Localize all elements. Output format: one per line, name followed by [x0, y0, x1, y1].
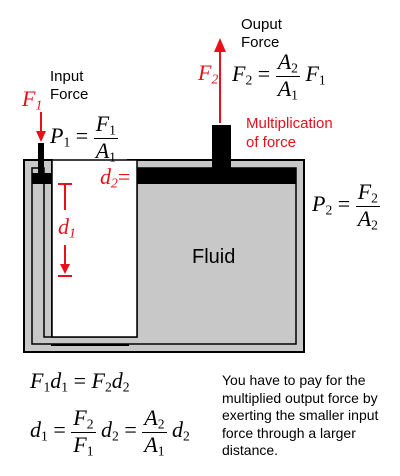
explanation-line4: force through a larger — [222, 424, 356, 441]
p2-equals: = — [337, 191, 351, 217]
f2-symbol: F — [198, 60, 212, 85]
eq-f2-symbol: F — [232, 61, 246, 87]
p2-sub: 2 — [325, 202, 333, 218]
f1-arrow-label: F1 — [22, 86, 42, 113]
eq-f1-sub: 1 — [318, 72, 326, 88]
dist-d2-b: d — [172, 417, 183, 443]
f1-subscript: 1 — [35, 97, 43, 113]
num-a-sub: 2 — [291, 60, 298, 76]
dist-d2-a: d — [101, 417, 112, 443]
dist-equals-2: = — [124, 417, 137, 443]
p1-num-sub: 1 — [109, 122, 116, 138]
output-pressure-equation: P2 = F2 A2 — [312, 180, 380, 232]
d1-symbol: d — [58, 214, 69, 239]
output-force-arrow-head — [214, 38, 226, 52]
dist-den-f: F — [73, 431, 87, 457]
f2-subscript: 2 — [211, 71, 219, 87]
multiplication-label-line1: Multiplication — [246, 115, 333, 132]
p1-num-f: F — [95, 111, 110, 136]
area-ratio-fraction-2: A2 A1 — [142, 405, 167, 459]
work-f1: F — [30, 368, 44, 393]
f1-symbol: F — [22, 86, 36, 111]
explanation-line3: exerting the smaller input — [222, 407, 379, 423]
input-piston-rod — [38, 143, 44, 174]
eq-equals: = — [257, 61, 271, 87]
output-force-equation: F2 = A2 A1 F1 — [232, 50, 326, 102]
dist-den-f-sub: 1 — [86, 443, 94, 459]
dist-num-f: F — [73, 405, 87, 430]
work-f1-sub: 1 — [43, 379, 51, 395]
work-equals: = — [73, 368, 86, 393]
f2-arrow-label: F2 — [198, 60, 218, 87]
p1-den-sub: 1 — [109, 149, 116, 165]
d2-sub: 2 — [111, 175, 118, 191]
d2-label: d2= — [100, 164, 130, 191]
explanation-line5: distance. — [222, 442, 279, 458]
p2-den-a: A — [357, 205, 372, 231]
output-force-label-line1: Ouput — [241, 16, 282, 33]
multiplication-label-line2: of force — [246, 134, 297, 151]
input-piston — [32, 173, 52, 184]
output-piston — [137, 168, 296, 184]
output-force-label: Ouput Force — [241, 16, 282, 52]
dist-den-a-sub: 1 — [157, 443, 165, 459]
d1-arrow-head — [60, 264, 70, 274]
u-gap — [51, 159, 138, 338]
work-equation: F1d1 = F2d2 — [30, 368, 130, 395]
d1-label: d1 — [58, 214, 76, 241]
input-force-arrow-head — [36, 131, 46, 142]
den-a-sub: 1 — [291, 87, 298, 103]
explanation-line2: multiplied output force by — [222, 389, 378, 406]
eq-f2-sub: 2 — [245, 72, 253, 88]
p2-symbol: P — [312, 191, 326, 217]
work-f2: F — [91, 368, 105, 393]
dist-num-a-sub: 2 — [157, 416, 165, 432]
d2-symbol: d — [100, 164, 111, 189]
d1-sub: 1 — [69, 225, 76, 241]
dist-d1-sub: 1 — [41, 428, 48, 444]
input-force-label-line2: Force — [50, 86, 89, 103]
work-d2: d — [111, 368, 123, 393]
p1-sub: 1 — [63, 134, 71, 150]
input-force-label: Input Force — [50, 68, 88, 104]
dist-den-a: A — [144, 431, 158, 457]
distance-equation: d1 = F2 F1 d2 = A2 A1 d2 — [30, 406, 190, 458]
force-ratio-fraction: F2 F1 — [71, 405, 96, 459]
p2-num-sub: 2 — [371, 190, 378, 206]
work-d1: d — [50, 368, 62, 393]
p2-num-f: F — [357, 179, 372, 204]
dist-d2-a-sub: 2 — [112, 428, 119, 444]
dist-num-a: A — [144, 405, 158, 430]
dist-equals-1: = — [53, 417, 66, 443]
explanation-line1: You have to pay for the — [222, 372, 366, 388]
explanation-text: You have to pay for the multiplied outpu… — [222, 372, 378, 460]
p1-symbol: P — [50, 123, 64, 149]
dist-d2-b-sub: 2 — [183, 428, 190, 444]
dist-d1: d — [30, 417, 41, 443]
input-pressure-equation: P1 = F1 A1 — [50, 112, 118, 164]
den-a-symbol: A — [277, 75, 292, 101]
multiplication-label: Multiplication of force — [246, 114, 333, 152]
num-a-symbol: A — [277, 49, 292, 74]
p2-fraction: F2 A2 — [355, 179, 380, 233]
d2-equals-marker: = — [117, 164, 131, 189]
dist-num-f-sub: 2 — [86, 416, 94, 432]
eq-f1-symbol: F — [305, 61, 319, 87]
p1-den-a: A — [95, 137, 110, 163]
p1-fraction: F1 A1 — [93, 111, 118, 165]
input-force-label-line1: Input — [50, 68, 84, 85]
output-piston-rod — [212, 125, 231, 169]
fluid-label: Fluid — [192, 246, 236, 268]
p2-den-sub: 2 — [371, 217, 378, 233]
area-ratio-fraction: A2 A1 — [275, 49, 300, 103]
work-d1-sub: 1 — [61, 379, 69, 395]
output-force-label-line2: Force — [241, 34, 280, 51]
work-d2-sub: 2 — [122, 379, 130, 395]
work-f2-sub: 2 — [104, 379, 112, 395]
p1-equals: = — [75, 123, 89, 149]
